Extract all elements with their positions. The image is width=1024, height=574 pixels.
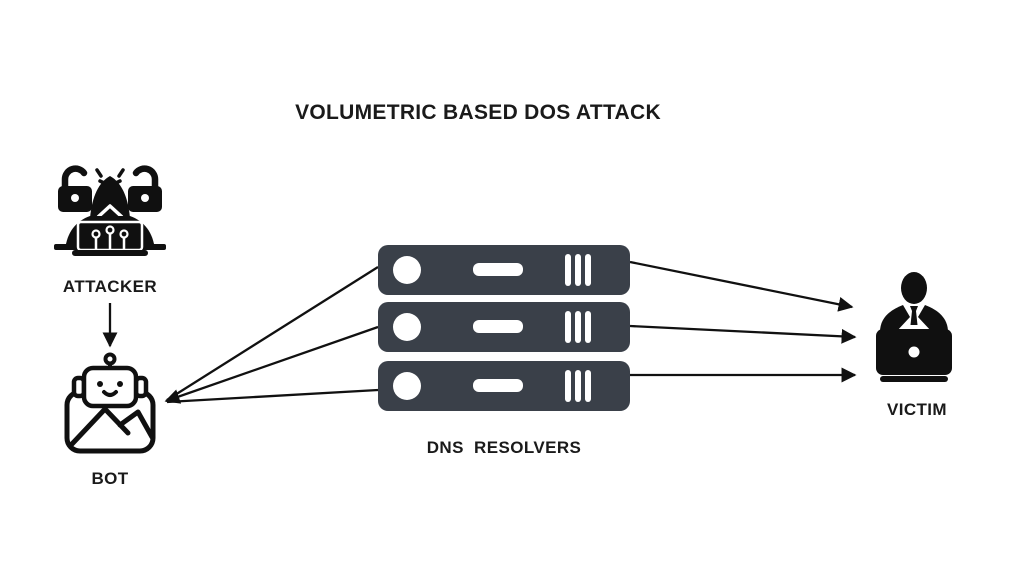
bot-label: BOT	[91, 469, 129, 488]
attacker-label: ATTACKER	[62, 277, 158, 296]
server-drive-slot-icon	[473, 320, 523, 333]
open-padlock-right-icon	[112, 165, 162, 212]
server-drive-slot-icon	[473, 379, 523, 392]
server-vent-icon	[565, 370, 571, 402]
dns-server-3	[378, 361, 630, 411]
victim-label: VICTIM	[886, 400, 947, 419]
circuit-lines-icon	[91, 225, 129, 250]
dns-server-1	[378, 245, 630, 295]
edge-resolver1-to-victim	[629, 260, 854, 312]
server-knob-icon	[393, 256, 421, 284]
hooded-hacker-icon	[54, 176, 166, 256]
edge-resolver2-to-bot	[164, 325, 379, 404]
attacker-icon	[54, 165, 166, 256]
dns-server-2	[378, 302, 630, 352]
server-knob-icon	[393, 372, 421, 400]
bot-icon	[64, 352, 156, 454]
server-vent-icon	[575, 370, 581, 402]
victim-icon	[876, 272, 952, 382]
server-vent-icon	[585, 254, 591, 286]
edge-resolver2-to-victim	[629, 324, 857, 344]
server-drive-slot-icon	[473, 263, 523, 276]
diagram-title: VOLUMETRIC BASED DOS ATTACK	[295, 101, 661, 124]
edge-resolver3-to-bot	[166, 388, 379, 404]
server-vent-icon	[575, 254, 581, 286]
server-knob-icon	[393, 313, 421, 341]
edge-resolver1-to-bot	[166, 266, 379, 401]
server-vent-icon	[585, 370, 591, 402]
server-vent-icon	[565, 311, 571, 343]
robot-head-icon	[71, 352, 149, 409]
server-vent-icon	[585, 311, 591, 343]
server-vent-icon	[565, 254, 571, 286]
dns-resolvers-label: DNS RESOLVERS	[426, 438, 582, 457]
person-in-suit-icon	[880, 272, 948, 332]
server-vent-icon	[575, 311, 581, 343]
laptop-icon	[876, 329, 952, 382]
